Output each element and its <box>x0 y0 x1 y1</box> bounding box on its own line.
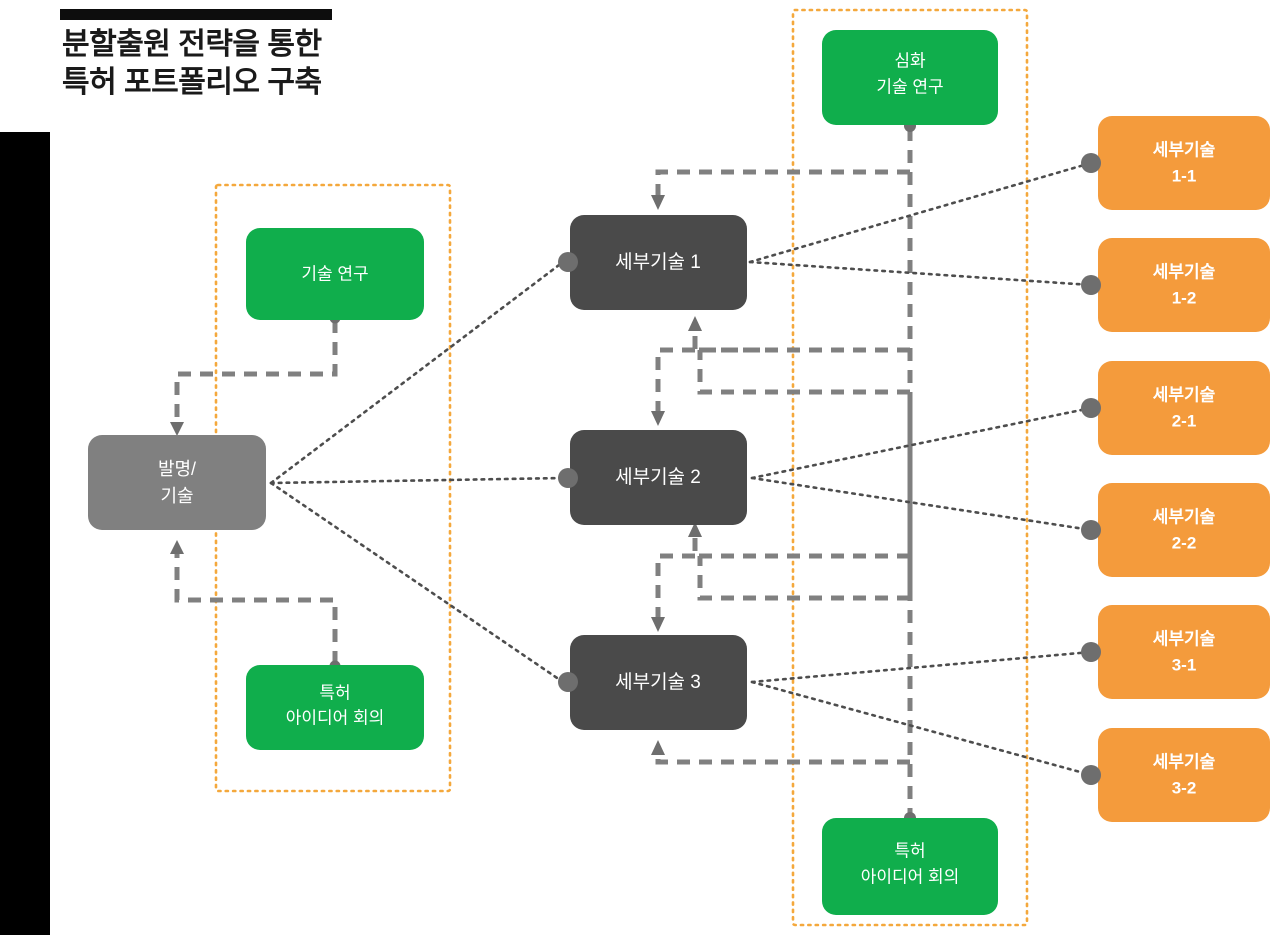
node-detail-tech-1-label: 세부기술 1 <box>615 251 701 273</box>
connector-dot <box>1081 765 1101 785</box>
edge-invention-to-detail-3 <box>269 481 565 684</box>
edge-detail-1-to-sub-1-2 <box>748 260 1093 287</box>
node-sub-detail-3-2-line1: 세부기술 <box>1153 752 1216 771</box>
node-invention-label-line2: 기술 <box>160 486 193 506</box>
arrow-head <box>170 540 184 554</box>
edge-spine-to-detail-3-bottom <box>655 752 910 765</box>
arrow-head <box>651 195 665 210</box>
connector-dot <box>1081 642 1101 662</box>
left-black-bar <box>0 132 50 935</box>
node-sub-detail-1-1-line1: 세부기술 <box>1153 140 1216 159</box>
connector-dot <box>558 468 578 488</box>
node-sub-detail-1-1-line2: 1-1 <box>1172 166 1197 185</box>
arrow-head <box>688 522 702 537</box>
edge-elbow-2-3 <box>655 553 695 618</box>
node-sub-detail-1-1[interactable]: 세부기술 1-1 <box>1098 116 1270 210</box>
node-sub-detail-3-1[interactable]: 세부기술 3-1 <box>1098 605 1270 699</box>
edge-detail-2-to-sub-2-2 <box>750 476 1093 532</box>
node-invention[interactable]: 발명/ 기술 <box>88 435 266 530</box>
connector-dot <box>558 672 578 692</box>
node-deep-tech-research[interactable]: 심화 기술 연구 <box>822 30 998 125</box>
edge-detail-2-to-sub-2-1 <box>750 406 1093 480</box>
node-sub-detail-2-1-line1: 세부기술 <box>1153 385 1216 404</box>
connector-dot <box>1081 153 1101 173</box>
connector-dot <box>1081 520 1101 540</box>
connector-dot <box>1081 275 1101 295</box>
node-patent-idea-meeting-right[interactable]: 특허 아이디어 회의 <box>822 818 998 915</box>
node-patent-idea-meeting-right-line2: 아이디어 회의 <box>861 867 960 886</box>
node-sub-detail-1-2-line1: 세부기술 <box>1153 262 1216 281</box>
connector-dot <box>558 252 578 272</box>
node-sub-detail-1-2[interactable]: 세부기술 1-2 <box>1098 238 1270 332</box>
node-deep-tech-research-line2: 기술 연구 <box>876 77 943 96</box>
node-sub-detail-2-2-line2: 2-2 <box>1172 533 1197 552</box>
connector-dot <box>1081 398 1101 418</box>
node-detail-tech-1[interactable]: 세부기술 1 <box>570 215 747 310</box>
edge-patent-meeting-to-invention <box>174 552 338 664</box>
node-patent-idea-meeting-left-line1: 특허 <box>319 683 350 702</box>
node-patent-idea-meeting-right-line1: 특허 <box>894 841 925 860</box>
node-sub-detail-2-1-line2: 2-1 <box>1172 411 1197 430</box>
edge-elbow-1-2 <box>655 347 695 412</box>
node-sub-detail-3-2[interactable]: 세부기술 3-2 <box>1098 728 1270 822</box>
edge-tech-research-to-invention <box>174 320 338 424</box>
edge-rail-2-3-up <box>692 534 910 559</box>
node-detail-tech-3[interactable]: 세부기술 3 <box>570 635 747 730</box>
edge-rail-2-3-down <box>697 556 910 601</box>
node-sub-detail-3-2-line2: 3-2 <box>1172 778 1197 797</box>
node-detail-tech-2[interactable]: 세부기술 2 <box>570 430 747 525</box>
node-patent-idea-meeting-left-line2: 아이디어 회의 <box>286 708 385 727</box>
arrow-head <box>651 411 665 426</box>
node-sub-detail-2-2[interactable]: 세부기술 2-2 <box>1098 483 1270 577</box>
node-tech-research[interactable]: 기술 연구 <box>246 228 424 320</box>
edge-rail-1-2-down <box>697 350 910 395</box>
node-sub-detail-3-1-line2: 3-1 <box>1172 655 1197 674</box>
node-invention-label-line1: 발명/ <box>158 459 196 479</box>
arrow-head <box>651 617 665 632</box>
node-detail-tech-2-label: 세부기술 2 <box>615 466 701 488</box>
node-patent-idea-meeting-left[interactable]: 특허 아이디어 회의 <box>246 665 424 750</box>
arrow-head <box>170 422 184 436</box>
edge-rail-1-2-up <box>692 328 760 353</box>
node-sub-detail-1-2-line2: 1-2 <box>1172 288 1197 307</box>
title-rule <box>60 9 332 20</box>
arrow-head <box>688 316 702 331</box>
node-sub-detail-2-1[interactable]: 세부기술 2-1 <box>1098 361 1270 455</box>
edge-spine-to-detail-1-top <box>655 169 910 196</box>
page-title: 분할출원 전략을 통한 특허 포트폴리오 구축 <box>62 28 322 100</box>
node-detail-tech-3-label: 세부기술 3 <box>615 671 701 693</box>
right-phase-group <box>791 8 1029 927</box>
edge-detail-3-to-sub-3-2 <box>750 680 1093 777</box>
edge-invention-to-detail-2 <box>269 476 565 485</box>
edge-detail-1-to-sub-1-1 <box>748 161 1093 264</box>
arrow-head <box>651 740 665 755</box>
edge-invention-to-detail-1 <box>269 260 565 485</box>
node-sub-detail-3-1-line1: 세부기술 <box>1153 629 1216 648</box>
node-sub-detail-2-2-line1: 세부기술 <box>1153 507 1216 526</box>
node-deep-tech-research-line1: 심화 <box>894 51 926 70</box>
edge-detail-3-to-sub-3-1 <box>750 650 1093 684</box>
node-tech-research-label: 기술 연구 <box>301 264 368 283</box>
